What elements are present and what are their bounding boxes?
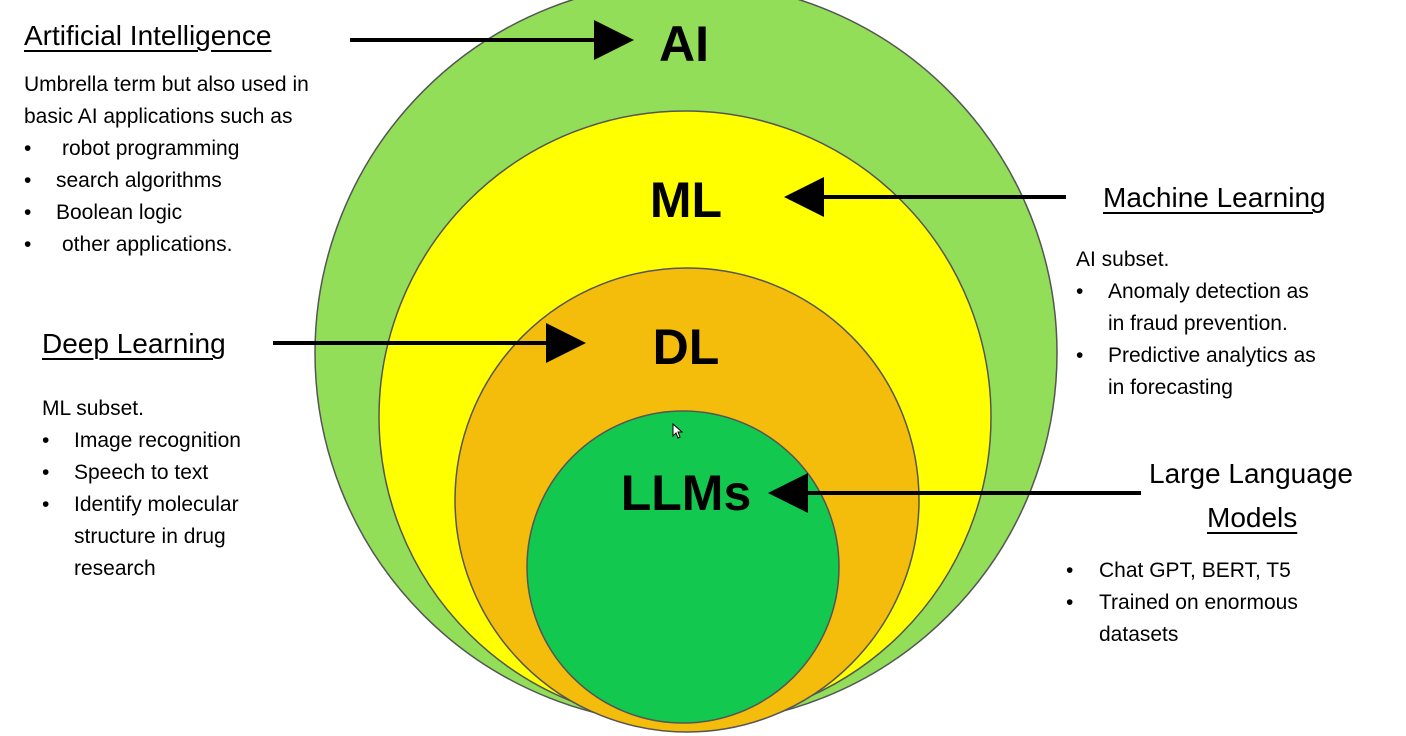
ai-bullet-list: •robot programming •search algorithms •B… bbox=[24, 133, 309, 261]
list-item: research bbox=[74, 557, 156, 580]
list-item: in fraud prevention. bbox=[1108, 312, 1288, 335]
list-item: structure in drug bbox=[74, 525, 226, 548]
dl-heading: Deep Learning bbox=[42, 328, 226, 359]
ai-label: AI bbox=[659, 16, 709, 72]
mouse-cursor-icon bbox=[672, 422, 684, 439]
llm-heading-line-1: Large Language bbox=[1149, 458, 1353, 489]
dl-text-block: Deep Learning ML subset. •Image recognit… bbox=[42, 327, 241, 585]
list-item: •Predictive analytics as bbox=[1076, 344, 1316, 367]
ai-text-block: Artificial Intelligence Umbrella term bu… bbox=[24, 19, 309, 261]
ai-heading: Artificial Intelligence bbox=[24, 20, 272, 51]
list-item: •Boolean logic bbox=[24, 201, 183, 224]
list-item: •Identify molecular bbox=[42, 493, 239, 516]
llm-circle bbox=[526, 410, 840, 724]
ml-text-block: Machine Learning AI subset. •Anomaly det… bbox=[1076, 181, 1326, 404]
dl-bullet-list: •Image recognition •Speech to text •Iden… bbox=[42, 425, 241, 585]
ml-heading: Machine Learning bbox=[1103, 182, 1326, 213]
list-item: •Anomaly detection as bbox=[1076, 280, 1309, 303]
list-item: •Trained on enormous bbox=[1066, 591, 1298, 614]
llm-text-block: Large Language Models •Chat GPT, BERT, T… bbox=[1066, 457, 1353, 651]
llm-bullet-list: •Chat GPT, BERT, T5 •Trained on enormous… bbox=[1066, 555, 1353, 651]
ai-description-line-2: basic AI applications such as bbox=[24, 105, 293, 128]
dl-label: DL bbox=[653, 319, 720, 375]
list-item: •robot programming bbox=[24, 137, 240, 160]
dl-description: ML subset. bbox=[42, 397, 144, 420]
list-item: in forecasting bbox=[1108, 376, 1233, 399]
list-item: •Speech to text bbox=[42, 461, 209, 484]
list-item: •Chat GPT, BERT, T5 bbox=[1066, 559, 1291, 582]
list-item: •other applications. bbox=[24, 233, 233, 256]
llm-label: LLMs bbox=[621, 465, 752, 521]
list-item: datasets bbox=[1099, 623, 1179, 646]
list-item: •search algorithms bbox=[24, 169, 222, 192]
ml-label: ML bbox=[650, 172, 722, 228]
llm-heading-line-2: Models bbox=[1207, 502, 1298, 533]
ml-description: AI subset. bbox=[1076, 248, 1170, 271]
list-item: •Image recognition bbox=[42, 429, 241, 452]
ml-bullet-list: •Anomaly detection as in fraud preventio… bbox=[1076, 276, 1326, 404]
ai-description-line-1: Umbrella term but also used in bbox=[24, 73, 309, 96]
